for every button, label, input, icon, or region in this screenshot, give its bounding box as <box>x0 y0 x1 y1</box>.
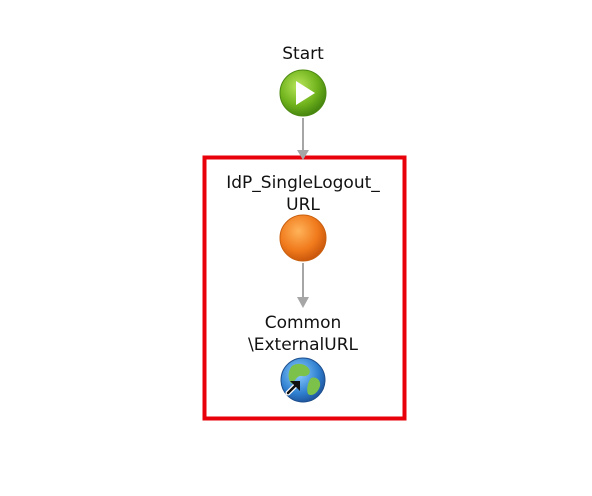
connector-start-to-logout <box>297 118 309 160</box>
logout-url-label: IdP_SingleLogout_ URL <box>226 173 380 215</box>
external-url-label: Common \ExternalURL <box>248 313 358 355</box>
orange-circle-icon[interactable] <box>279 214 327 262</box>
connector-logout-to-external <box>297 263 309 308</box>
start-label: Start <box>282 44 324 64</box>
globe-link-icon[interactable] <box>280 357 326 403</box>
start-play-icon[interactable] <box>279 69 327 117</box>
